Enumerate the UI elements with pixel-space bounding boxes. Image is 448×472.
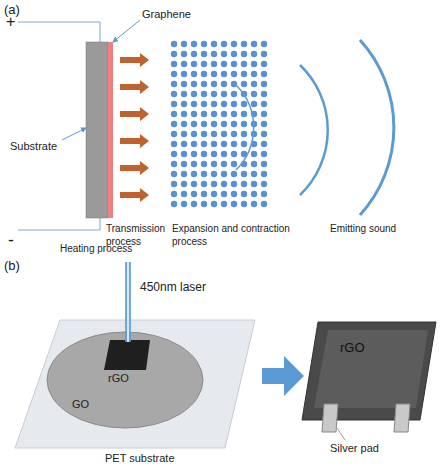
panel-label: (b) [4,258,20,274]
leader-line [62,128,86,140]
polarity-sign: + [6,12,15,31]
polarity-sign: - [8,230,14,251]
material-label: rGO [340,340,365,356]
leader-line [337,428,345,440]
silver-pad [394,404,410,432]
substrate [86,42,108,218]
material-label: rGO [108,372,129,385]
air-particles [170,40,270,210]
process-label: Expansion and contraction process [172,222,302,248]
laser-beam [125,262,131,342]
wire [18,22,100,42]
rgo-square [104,340,150,370]
silver-pad [322,404,338,432]
leader-line [113,20,140,42]
sound-waves [236,40,394,215]
material-label: GO [72,398,89,411]
process-arrow [262,356,304,396]
rgo-device [302,322,436,420]
laser-core [127,262,129,342]
part-label: Graphene [142,8,191,21]
part-label: PET substrate [105,452,175,465]
part-label: Substrate [10,140,57,153]
process-label: Emitting sound [330,222,396,235]
heat-arrows [120,53,149,202]
process-label: Heating process [60,242,132,255]
wire [18,218,100,230]
pet-substrate [15,320,255,448]
part-label: Silver pad [330,442,379,455]
graphene-layer [108,42,113,218]
laser-label: 450nm laser [140,280,206,295]
rgo-film [314,330,428,408]
go-film [47,332,203,428]
